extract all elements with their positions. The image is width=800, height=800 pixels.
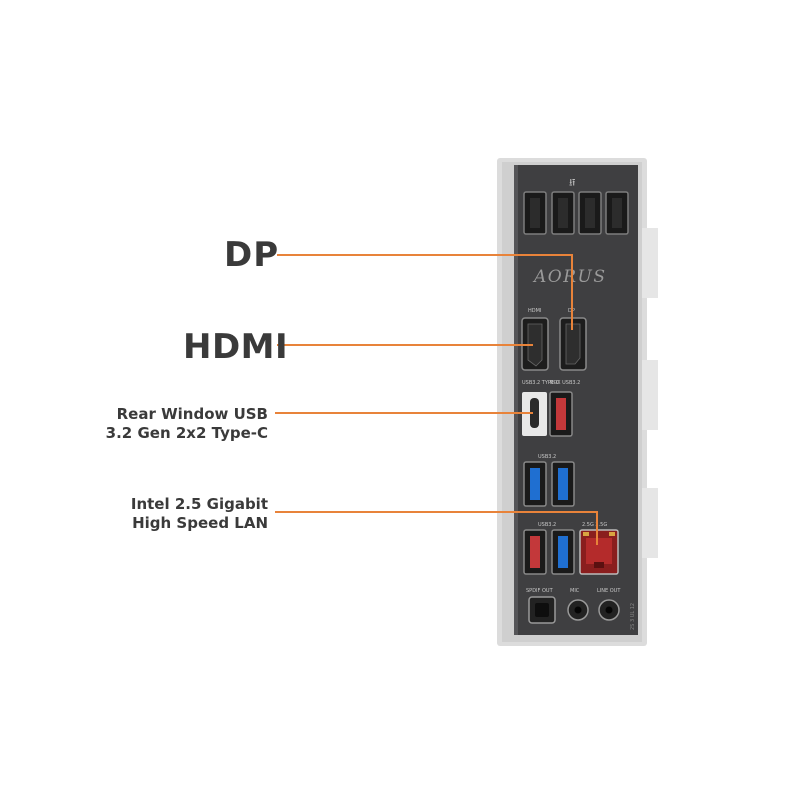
lan-callout-line-2: High Speed LAN (132, 513, 268, 532)
hdmi-callout-label: HDMI (183, 327, 289, 367)
rox-port-label: ROX USB3.2 (550, 380, 580, 386)
usb-c-port-label: USB3.2 TYPE-C (522, 380, 560, 386)
usb32-label-b: USB3.2 (538, 522, 556, 528)
usb-symbol-icon: ⭿ (569, 178, 575, 189)
brand-logo: AORUS (532, 267, 607, 287)
hdmi-port-label: HDMI (528, 308, 541, 314)
lan-led-right (609, 532, 615, 536)
lan-callout-label: Intel 2.5 Gigabit High Speed LAN (131, 495, 268, 533)
dp-callout-label: DP (224, 235, 280, 275)
usb-c-callout-line-2: 3.2 Gen 2x2 Type-C (105, 423, 268, 442)
spdif-label: SPDIF OUT (526, 588, 554, 594)
usb-top-row (523, 191, 629, 235)
usb-type-c-port (530, 398, 539, 428)
lan-callout-line (275, 511, 598, 545)
shield-right-tab-2 (640, 360, 658, 430)
shield-right-tab-1 (640, 228, 658, 298)
line-out-label: LINE OUT (597, 588, 621, 594)
usb-c-callout-line-1: Rear Window USB (116, 405, 268, 423)
callout-lines (275, 254, 598, 545)
shield-right-tab-3 (640, 488, 658, 558)
dp-callout-line (277, 254, 573, 330)
lan-callout-line-1: Intel 2.5 Gigabit (130, 495, 268, 513)
panel-side-text: 2S 3 UL 12 (630, 603, 636, 630)
usb32-label-a: USB3.2 (538, 454, 556, 460)
usb-c-callout-label: Rear Window USB 3.2 Gen 2x2 Type-C (106, 405, 268, 443)
lan-port-label: 2.5G 2.5G (582, 522, 607, 528)
lan-led-left (583, 532, 589, 536)
panel-left-rim (514, 165, 518, 635)
mic-label: MIC (570, 588, 580, 594)
